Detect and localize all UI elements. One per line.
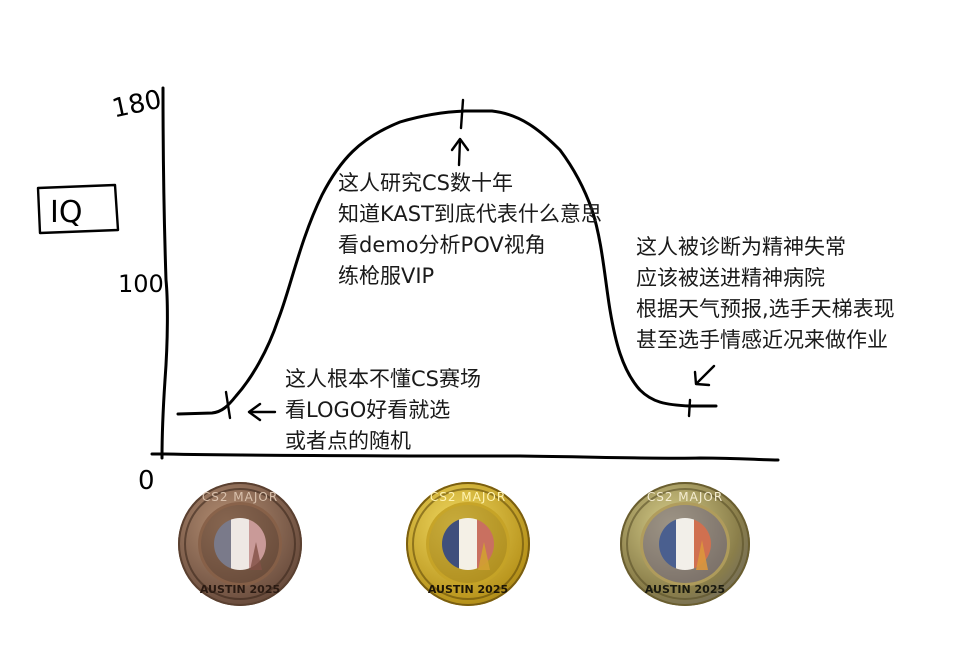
coin-bottom-text: AUSTIN 2025 (644, 583, 726, 596)
arrow-left-icon (247, 402, 277, 422)
caption-line: 看LOGO好看就选 (285, 398, 451, 422)
caption-line: 练枪服VIP (338, 264, 435, 288)
coin-gold: CS2 MAJOR AUSTIN 2025 (406, 482, 530, 606)
caption-line: 看demo分析POV视角 (338, 233, 546, 257)
marker-right (687, 398, 692, 418)
coin-top-text: CS2 MAJOR (646, 490, 724, 504)
y-tick-180: 180 (109, 85, 164, 125)
caption-left: 这人根本不懂CS赛场 看LOGO好看就选 或者点的随机 (285, 364, 481, 457)
caption-right: 这人被诊断为精神失常 应该被送进精神病院 根据天气预报,选手天梯表现 甚至选手情… (636, 232, 895, 356)
caption-line: 知道KAST到底代表什么意思 (338, 202, 602, 226)
caption-line: 甚至选手情感近况来做作业 (636, 328, 888, 352)
marker-left (224, 390, 232, 420)
caption-line: 应该被送进精神病院 (636, 266, 825, 290)
marker-peak (459, 98, 465, 130)
x-axis-line (150, 452, 780, 462)
y-tick-100: 100 (118, 270, 164, 298)
bell-curve (176, 109, 718, 416)
caption-line: 这人根本不懂CS赛场 (285, 367, 481, 391)
caption-line: 这人研究CS数十年 (338, 171, 513, 195)
coin-top-text: CS2 MAJOR (201, 490, 279, 504)
coin-bronze: CS2 MAJOR AUSTIN 2025 (178, 482, 302, 606)
arrow-up-icon (450, 137, 470, 167)
caption-line: 根据天气预报,选手天梯表现 (636, 297, 895, 321)
coin-bottom-text: AUSTIN 2025 (199, 583, 281, 596)
caption-line: 这人被诊断为精神失常 (636, 235, 846, 259)
coin-bottom-text: AUSTIN 2025 (427, 583, 509, 596)
y-axis-label-box: IQ (36, 183, 120, 235)
arrow-down-left-icon (693, 364, 716, 387)
coin-top-text: CS2 MAJOR (429, 490, 507, 504)
y-axis-line (160, 86, 169, 460)
y-axis-label: IQ (50, 195, 82, 230)
caption-middle: 这人研究CS数十年 知道KAST到底代表什么意思 看demo分析POV视角 练枪… (338, 168, 602, 292)
coin-diamond: CS2 MAJOR AUSTIN 2025 (620, 482, 750, 606)
y-tick-0: 0 (138, 466, 155, 496)
caption-line: 或者点的随机 (285, 429, 411, 453)
